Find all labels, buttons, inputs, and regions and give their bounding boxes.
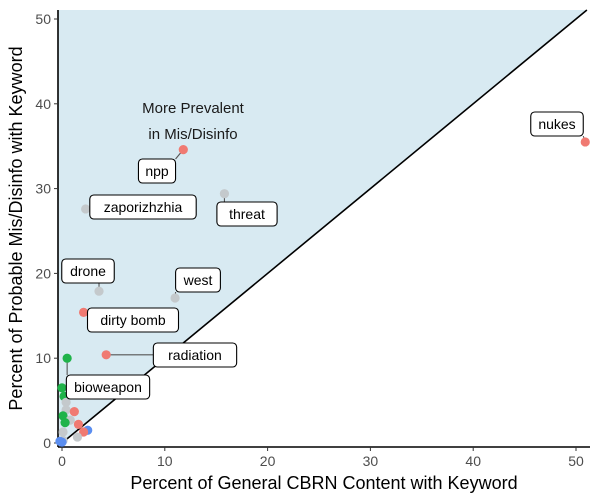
label-box-dirty-bomb bbox=[86, 307, 180, 333]
x-tick-label: 40 bbox=[465, 453, 481, 469]
label-text-threat: threat bbox=[229, 206, 265, 222]
points-group bbox=[55, 137, 590, 447]
x-tick-label: 30 bbox=[363, 453, 379, 469]
y-tick-label: 50 bbox=[35, 11, 51, 27]
annotation-group: More Prevalent in Mis/Disinfo bbox=[142, 100, 245, 143]
point-bioweapon bbox=[62, 353, 72, 363]
point-west bbox=[170, 293, 180, 303]
annotation-line-1: More Prevalent bbox=[142, 100, 245, 117]
y-axis-title: Percent of Probable Mis/Disinfo with Key… bbox=[6, 46, 26, 410]
label-text-npp: npp bbox=[145, 163, 169, 179]
label-box-npp bbox=[137, 158, 177, 184]
y-tick-label: 30 bbox=[35, 181, 51, 197]
point-drone bbox=[94, 286, 104, 296]
point bbox=[57, 383, 67, 393]
x-tick-label: 20 bbox=[260, 453, 276, 469]
y-tick-label: 20 bbox=[35, 265, 51, 281]
x-axis-title: Percent of General CBRN Content with Key… bbox=[130, 473, 517, 493]
axes-group: 0 10 20 30 40 50 0 10 20 30 40 50 bbox=[35, 10, 590, 469]
point bbox=[61, 397, 71, 407]
label-text-nukes: nukes bbox=[538, 116, 575, 132]
point-nukes bbox=[580, 137, 590, 147]
point bbox=[72, 432, 83, 442]
label-box-west bbox=[175, 267, 221, 293]
y-tick-label: 0 bbox=[43, 435, 51, 451]
point-npp bbox=[178, 144, 188, 155]
label-box-bioweapon bbox=[65, 374, 151, 400]
label-text-drone: drone bbox=[70, 263, 106, 279]
point-threat bbox=[219, 189, 230, 199]
y-tick-label: 40 bbox=[35, 96, 51, 112]
point bbox=[57, 437, 67, 447]
x-tick-label: 50 bbox=[568, 453, 584, 469]
x-tick-label: 10 bbox=[157, 453, 173, 469]
point-dirty-bomb bbox=[78, 307, 89, 318]
label-box-radiation bbox=[152, 342, 238, 368]
label-text-zaporizhzhia: zaporizhzhia bbox=[104, 199, 183, 215]
label-text-bioweapon: bioweapon bbox=[74, 379, 142, 395]
label-text-dirty-bomb: dirty bomb bbox=[100, 312, 166, 328]
reference-line-group bbox=[61, 9, 588, 444]
point bbox=[78, 427, 89, 437]
label-box-drone bbox=[61, 258, 115, 284]
annotation-line-2: in Mis/Disinfo bbox=[148, 126, 237, 143]
point bbox=[60, 418, 70, 428]
reference-line-y-equals-x bbox=[61, 9, 588, 444]
point bbox=[69, 407, 79, 417]
label-box-nukes bbox=[530, 111, 584, 137]
label-text-radiation: radiation bbox=[168, 347, 222, 363]
point-radiation bbox=[101, 350, 111, 360]
x-tick-label: 0 bbox=[58, 453, 66, 469]
label-box-zaporizhzhia bbox=[89, 194, 197, 220]
point bbox=[73, 419, 84, 429]
y-tick-label: 10 bbox=[35, 350, 51, 366]
point bbox=[58, 427, 68, 437]
point-labels-group: nukes npp threat zaporizhzhia drone west dirty… bbox=[61, 111, 584, 400]
point-zaporizhzhia bbox=[81, 204, 91, 214]
label-text-west: west bbox=[183, 272, 213, 288]
label-box-threat bbox=[216, 201, 278, 227]
